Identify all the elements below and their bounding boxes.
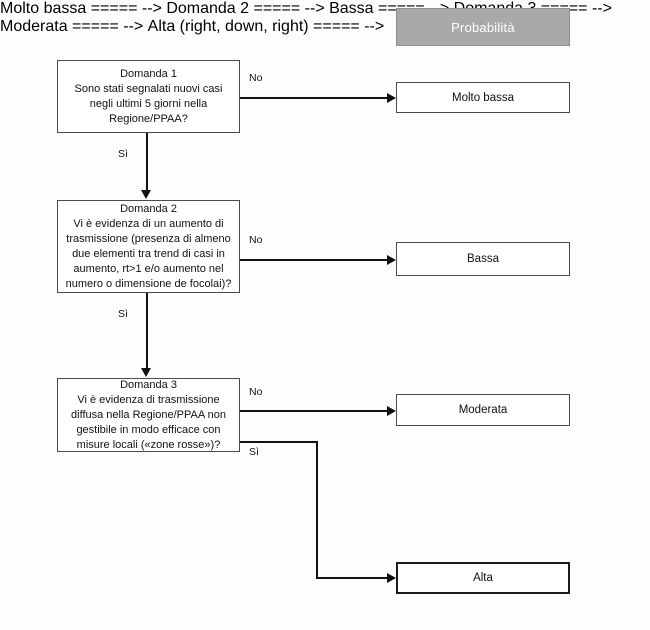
- connector-d3-si-segment-h1: [240, 441, 318, 443]
- arrow-down-icon-d1-si: [141, 190, 151, 199]
- decision-box-domanda-2[interactable]: Domanda 2 Vi è evidenza di un aumento di…: [57, 200, 240, 293]
- arrow-right-icon-d2-no: [387, 255, 396, 265]
- edge-label-d1-si: Sì: [118, 148, 128, 160]
- arrow-right-icon-d3-si: [387, 573, 396, 583]
- edge-label-d3-si: Sì: [249, 446, 259, 458]
- decision-box-domanda-3[interactable]: Domanda 3 Vi è evidenza di trasmissione …: [57, 378, 240, 452]
- outcome-box-alta[interactable]: Alta: [396, 562, 570, 594]
- connector-d2-si-line: [146, 293, 148, 369]
- connector-d1-no-line: [240, 97, 389, 99]
- edge-label-d1-no: No: [249, 72, 263, 84]
- domanda-1-text: Sono stati segnalati nuovi casi negli ul…: [74, 82, 223, 125]
- connector-d3-si-segment-h2: [316, 577, 389, 579]
- outcome-box-moderata[interactable]: Moderata: [396, 394, 570, 426]
- probability-header-label: Probabilità: [451, 19, 515, 35]
- outcome-label-molto-bassa: Molto bassa: [451, 91, 514, 104]
- edge-label-d2-no: No: [249, 234, 263, 246]
- domanda-2-title: Domanda 2: [120, 202, 177, 215]
- outcome-box-molto-bassa[interactable]: Molto bassa: [396, 82, 570, 113]
- decision-box-domanda-1[interactable]: Domanda 1 Sono stati segnalati nuovi cas…: [57, 60, 240, 133]
- arrow-right-icon-d3-no: [387, 406, 396, 416]
- arrow-down-icon-d2-si: [141, 368, 151, 377]
- outcome-label-bassa: Bassa: [467, 253, 499, 265]
- domanda-1-title: Domanda 1: [120, 67, 177, 80]
- outcome-label-moderata: Moderata: [458, 404, 508, 416]
- connector-d1-si-line: [146, 133, 148, 191]
- connector-d3-si-segment-v: [316, 441, 318, 578]
- edge-label-d3-no: No: [249, 386, 263, 398]
- domanda-3-text: Vi è evidenza di trasmissione diffusa ne…: [71, 393, 226, 451]
- probability-header-band: Probabilità: [396, 8, 570, 46]
- outcome-label-alta: Alta: [473, 572, 493, 584]
- arrow-right-icon-d1-no: [387, 93, 396, 103]
- connector-d2-no-line: [240, 259, 389, 261]
- outcome-box-bassa[interactable]: Bassa: [396, 242, 570, 276]
- domanda-3-title: Domanda 3: [120, 378, 177, 391]
- edge-label-d2-si: Sì: [118, 308, 128, 320]
- connector-d3-no-line: [240, 410, 389, 412]
- domanda-2-text: Vi è evidenza di un aumento di trasmissi…: [65, 217, 232, 290]
